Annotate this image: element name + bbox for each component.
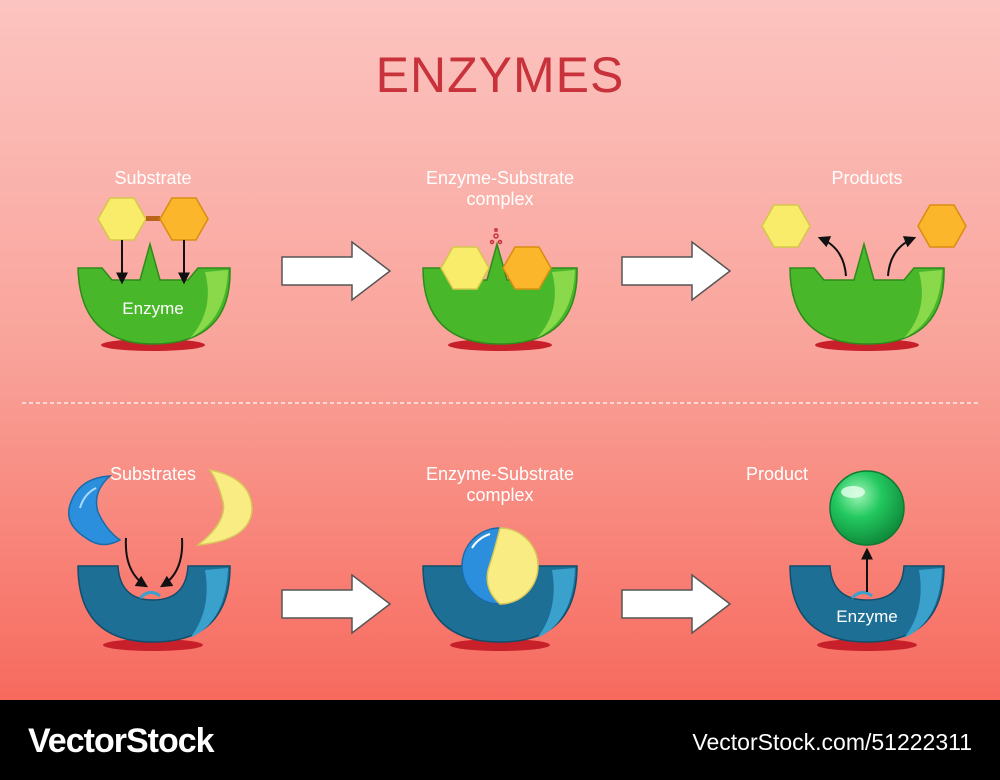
- product-sphere: [829, 470, 905, 546]
- substrate-crescent-yellow: [195, 468, 253, 546]
- approach-arrow-left: [124, 537, 149, 588]
- blue-enzyme-highlight: [190, 568, 228, 638]
- substrate-drop-blue: [68, 475, 122, 546]
- hexagon-orange: [159, 197, 209, 241]
- enzyme-shadow: [103, 639, 203, 651]
- complex-highlight: [471, 533, 491, 549]
- process-arrow-bottom-1: [281, 573, 392, 635]
- green-enzyme-highlight: [537, 270, 575, 338]
- footer-bar: [0, 700, 1000, 780]
- product-hexagon-orange: [917, 204, 967, 248]
- release-arrow-right: [887, 236, 917, 277]
- active-site: [850, 591, 873, 600]
- blue-enzyme-highlight: [904, 568, 942, 638]
- release-arrow-left: [817, 236, 847, 277]
- blue-enzyme-3: Enzyme: [789, 565, 945, 651]
- product-hexagon-yellow: [761, 204, 811, 248]
- green-enzyme-3: [789, 241, 945, 351]
- green-enzyme-body: [789, 241, 945, 345]
- blue-enzyme-body: [789, 565, 945, 643]
- products-label: Products: [831, 168, 902, 188]
- substrates-label: Substrates: [110, 464, 196, 484]
- footer-brand: VectorStock: [28, 722, 215, 760]
- blue-enzyme-highlight: [537, 568, 575, 638]
- bond: [146, 216, 160, 221]
- drop-highlight: [79, 487, 97, 509]
- sphere-highlight: [841, 486, 865, 498]
- complex-yellow-half: [486, 527, 539, 605]
- process-arrow-top-1: [281, 240, 392, 302]
- green-enzyme-1: Enzyme: [77, 241, 231, 351]
- product-label: Product: [746, 464, 808, 484]
- substrate-hexagons: [97, 197, 209, 241]
- green-enzyme-highlight: [190, 270, 228, 338]
- active-site: [138, 591, 161, 600]
- process-arrow-top-2: [621, 240, 732, 302]
- footer-reference: VectorStock.com/51222311: [692, 729, 972, 755]
- complex-label-bottom-line1: Enzyme-Substrate: [426, 464, 574, 484]
- process-arrow-bottom-2: [621, 573, 732, 635]
- enzyme-shadow: [817, 639, 917, 651]
- complex-label-top-line1: Enzyme-Substrate: [426, 168, 574, 188]
- green-enzyme-highlight: [904, 270, 942, 338]
- approach-arrow-right: [159, 537, 184, 588]
- hexagon-yellow-bound: [440, 246, 490, 290]
- substrate-label: Substrate: [114, 168, 191, 188]
- enzyme-label-bottom: Enzyme: [836, 607, 897, 626]
- complex-label-top-line2: complex: [466, 189, 533, 209]
- blue-enzyme-1: [77, 565, 231, 651]
- enzyme-label-top: Enzyme: [122, 299, 183, 318]
- complex-label-bottom-line2: complex: [466, 485, 533, 505]
- bound-substrate-complex: [461, 527, 539, 605]
- hexagon-orange-bound: [502, 246, 552, 290]
- page-title: ENZYMES: [376, 47, 625, 103]
- reaction-spark: [489, 228, 503, 245]
- enzyme-shadow: [450, 639, 550, 651]
